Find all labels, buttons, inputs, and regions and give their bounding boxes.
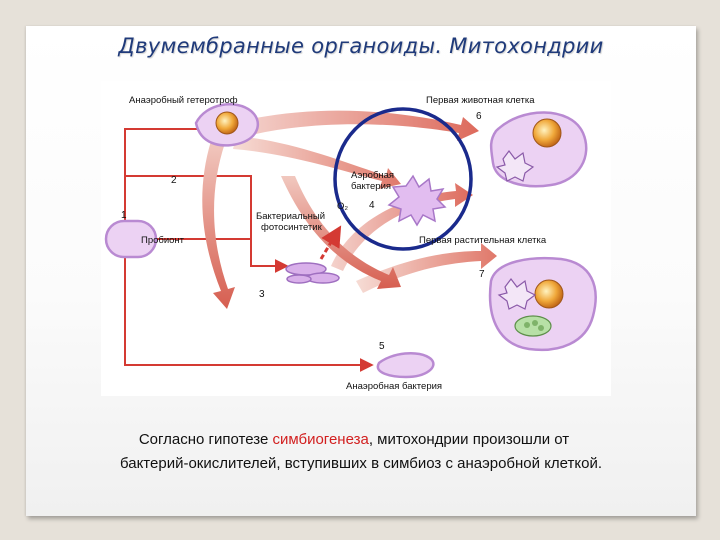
line-branch-2: [125, 175, 252, 239]
number-5: 5: [379, 341, 385, 352]
line-probiont-to-anaerobe: [124, 256, 374, 372]
animal-cell: [489, 111, 588, 188]
label-anaerobic-heterotroph: Анаэробный гетеротроф: [129, 95, 238, 106]
number-6: 6: [476, 111, 482, 122]
label-photosynthetic-line2: фотосинтетик: [261, 222, 323, 233]
caption: Согласно гипотезе симбиогенеза, митохонд…: [26, 428, 696, 476]
arrow-heterotroph-to-aerobe: [233, 136, 401, 189]
number-1: 1: [121, 210, 127, 221]
heterotroph-cell: [194, 103, 260, 147]
number-7: 7: [479, 269, 485, 280]
label-oxygen: O₂: [337, 201, 348, 212]
line-probiont-to-heterotroph: [124, 128, 201, 221]
label-first-animal-cell: Первая животная клетка: [426, 95, 535, 106]
arrow-heterotroph-down: [202, 141, 235, 309]
highlight-circle: [333, 107, 473, 251]
photosynthetic-bacteria: [285, 262, 340, 284]
label-anaerobic-bacterium: Анаэробная бактерия: [346, 381, 442, 392]
label-first-plant-cell: Первая растительная клетка: [419, 235, 547, 246]
line-to-photosynthetic: [250, 239, 289, 273]
number-2: 2: [171, 175, 177, 186]
anaerobic-bacterium: [376, 351, 435, 379]
arrow-heterotroph-to-animal: [241, 110, 479, 141]
slide: Двумембранные органоиды. Митохондрии: [26, 26, 696, 516]
number-3: 3: [259, 289, 265, 300]
caption-line1: Согласно гипотезе симбиогенеза, митохонд…: [26, 428, 696, 452]
arrow-aerobe-to-plant: [281, 176, 401, 289]
symbiogenesis-diagram: Анаэробный гетеротроф Первая животная кл…: [101, 81, 611, 396]
caption-prefix: Согласно гипотезе: [138, 431, 273, 448]
caption-line2: бактерий-окислителей, вступивших в симби…: [119, 455, 603, 472]
sweep-arrows: [202, 110, 497, 309]
aerobic-bacterium: [387, 174, 447, 227]
slide-title: Двумембранные органоиды. Митохондрии: [118, 34, 604, 58]
number-4: 4: [369, 200, 375, 211]
arrow-photosynthetic-to-animal: [331, 183, 473, 271]
oxygen-arrow: [319, 225, 342, 260]
diagram-svg: Анаэробный гетеротроф Первая животная кл…: [104, 95, 597, 392]
label-aerobic-line2: бактерия: [351, 181, 391, 192]
probiont-cell: [104, 219, 158, 259]
plant-cell: [488, 256, 597, 352]
caption-line1-rest: , митохондрии произошли от: [368, 431, 570, 448]
label-probiont: Пробионт: [141, 235, 185, 246]
caption-highlight-term: симбиогенеза: [272, 431, 369, 448]
arrow-to-plant: [356, 243, 497, 293]
label-photosynthetic-line1: Бактериальный: [256, 211, 325, 222]
label-aerobic-line1: Аэробная: [351, 170, 394, 181]
